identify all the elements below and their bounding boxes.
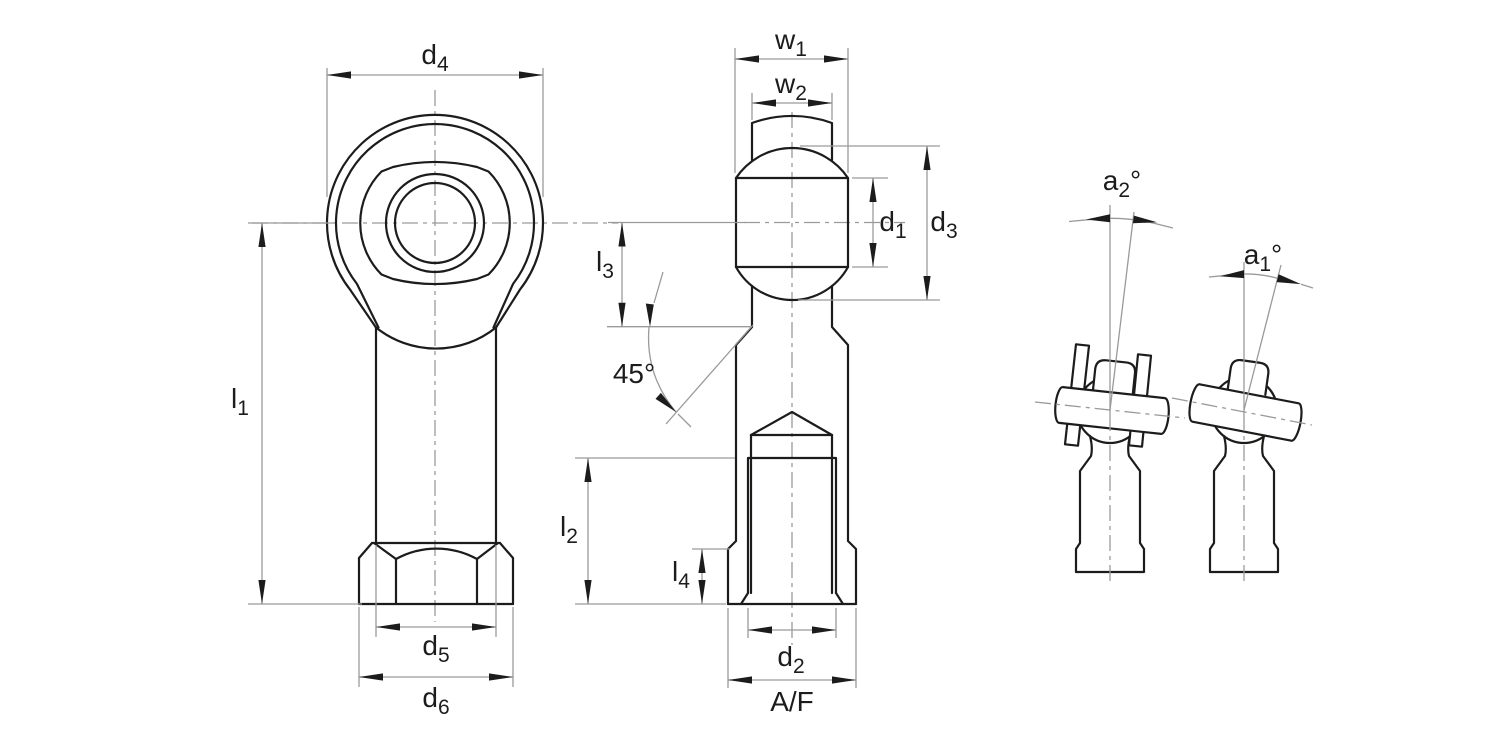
drill-cone xyxy=(749,410,834,437)
sphere-bottom-arc xyxy=(734,265,850,302)
pin-a2 xyxy=(1054,386,1170,435)
bore-circle xyxy=(393,181,477,265)
hex-face-arc xyxy=(394,547,479,561)
label-l2: l2 xyxy=(560,511,578,548)
label-d6: d6 xyxy=(422,682,449,719)
chamfer-reference-line xyxy=(665,324,754,425)
body-left-outline xyxy=(726,284,754,606)
label-d3: d3 xyxy=(930,206,957,243)
tilt-line-a2 xyxy=(1109,211,1135,411)
label-45deg: 45° xyxy=(613,358,655,389)
head-neck-arc xyxy=(374,326,498,350)
front-view: d4 l1 d5 d6 xyxy=(231,39,618,719)
label-w1: w1 xyxy=(774,24,807,61)
head-inner-outline xyxy=(334,122,536,329)
label-l4: l4 xyxy=(672,556,690,593)
dim-w1: w1 xyxy=(734,24,849,173)
dim-w2: w2 xyxy=(751,68,833,120)
dim-af: A/F xyxy=(727,608,857,717)
dim-l1: l1 xyxy=(231,222,362,605)
bearing-outer-ring xyxy=(359,160,511,286)
dim-a2: a2° xyxy=(1068,165,1174,229)
hex-edges xyxy=(357,556,515,606)
label-a2: a2° xyxy=(1103,165,1141,202)
label-d1: d1 xyxy=(879,206,906,243)
dim-l2: l2 xyxy=(560,457,735,605)
label-a1: a1° xyxy=(1244,239,1282,276)
label-w2: w2 xyxy=(774,68,807,105)
dim-d3: d3 xyxy=(798,145,958,301)
thread-major-lines xyxy=(746,456,838,595)
label-d2: d2 xyxy=(777,641,804,678)
side-view: w1 w2 d1 d3 l3 xyxy=(560,24,958,717)
misalignment-view-a2: a2° xyxy=(1034,165,1186,583)
inner-ring-boss xyxy=(750,114,834,162)
head-band xyxy=(734,176,850,269)
tilt-line-a1 xyxy=(1243,264,1282,411)
pin-axis-a1 xyxy=(1171,397,1313,426)
label-l1: l1 xyxy=(231,383,249,420)
dim-d4: d4 xyxy=(326,39,544,197)
body-right-outline xyxy=(830,284,858,606)
dim-chamfer-45: 45° xyxy=(613,271,754,428)
dim-d6: d6 xyxy=(358,607,514,719)
dim-a1: a1° xyxy=(1208,239,1314,289)
chamfer-angle-arc xyxy=(647,326,677,413)
misalignment-view-a1: a1° xyxy=(1171,239,1314,583)
dim-d2: d2 xyxy=(747,608,837,678)
dim-l3: l3 xyxy=(596,221,752,328)
hex-chamfers xyxy=(357,541,515,561)
label-l3: l3 xyxy=(596,246,614,283)
sphere-top-arc xyxy=(734,146,850,180)
head-outer-outline xyxy=(325,113,545,329)
dim-l4: l4 xyxy=(672,548,730,604)
label-d4: d4 xyxy=(421,39,449,76)
dim-d5: d5 xyxy=(375,545,497,667)
label-af: A/F xyxy=(770,686,814,717)
ball-edge-circle xyxy=(384,172,486,274)
label-d5: d5 xyxy=(422,630,449,667)
ball-boss-a1 xyxy=(1226,358,1270,396)
bore-minor-lines xyxy=(749,433,834,595)
dim-d1: d1 xyxy=(852,177,907,268)
thread-mouth-chamfer xyxy=(739,591,845,606)
